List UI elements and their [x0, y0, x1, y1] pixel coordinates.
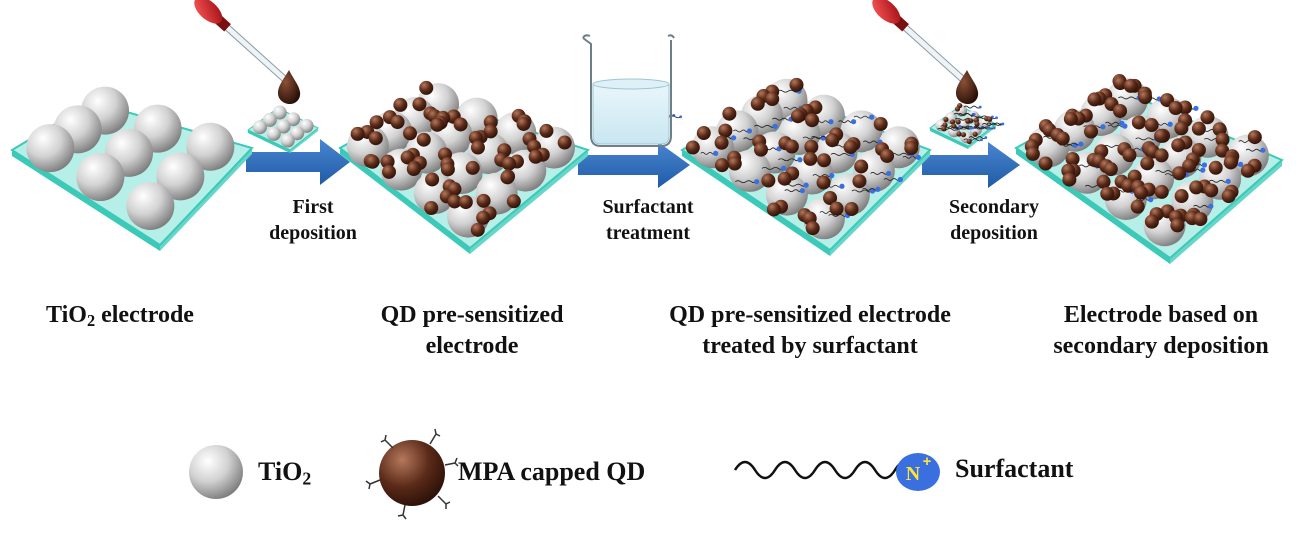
- stage-label-secondary: Electrode based on secondary deposition: [1053, 302, 1269, 360]
- electrode-tio2: [10, 86, 254, 251]
- inset-secondary-slide: [929, 103, 1005, 149]
- electrode-secondary-deposition: [1014, 74, 1284, 264]
- arrows: [246, 139, 1020, 188]
- electrode-qd-presensitized: [338, 80, 591, 254]
- legend-surfactant-head-label: N: [906, 463, 921, 485]
- arrow-secondary-deposition: [922, 142, 1020, 188]
- legend-tio2-sphere-icon: [189, 445, 243, 499]
- legend-surfactant-head-icon: [896, 453, 940, 491]
- legend-label-surfactant: Surfactant: [955, 454, 1074, 483]
- beaker: [582, 34, 675, 147]
- step-label-first: First deposition: [269, 196, 357, 244]
- legend-label-qd: MPA capped QD: [458, 457, 646, 486]
- pipette-first: [194, 0, 293, 87]
- pipette-second: [872, 0, 971, 87]
- drop-first: [278, 70, 301, 104]
- legend-surfactant-tail-icon: [733, 460, 911, 480]
- inset-tio2-slide: [247, 105, 319, 153]
- step-label-secondary: Secondary deposition: [949, 196, 1039, 244]
- step-label-surfactant: Surfactant treatment: [602, 196, 694, 244]
- drop-second: [956, 70, 979, 104]
- legend-label-tio2: TiO2: [258, 457, 312, 489]
- stage-label-treated: QD pre-sensitized electrode treated by s…: [669, 302, 951, 360]
- electrode-surfactant-treated: [680, 77, 932, 256]
- legend-surfactant-charge-label: +: [923, 453, 932, 470]
- electrodes: [10, 74, 1284, 264]
- legend-qd-icon: [365, 428, 459, 520]
- arrow-surfactant-treatment: [578, 142, 690, 188]
- legend: N +: [189, 428, 940, 520]
- arrow-first-deposition: [246, 139, 350, 185]
- stage-label-tio2: TiO2 electrode: [46, 302, 194, 331]
- stage-label-presensitized: QD pre-sensitized electrode: [380, 302, 564, 360]
